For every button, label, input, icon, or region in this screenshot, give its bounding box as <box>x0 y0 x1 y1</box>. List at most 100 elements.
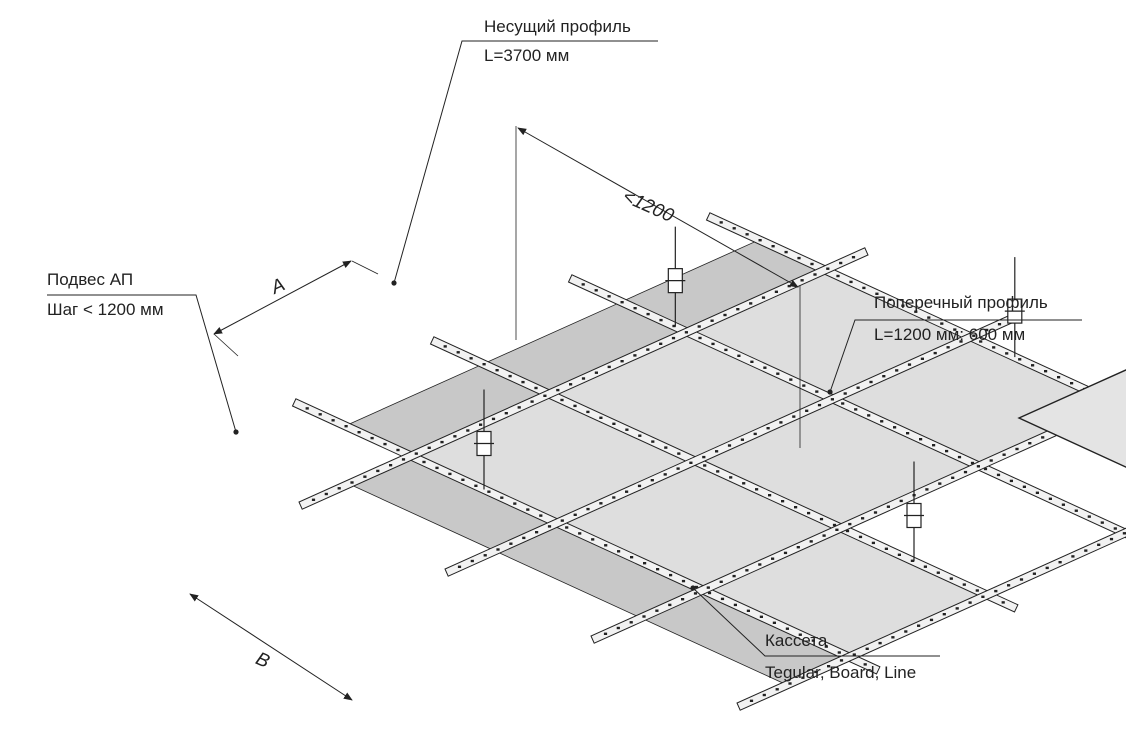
punch-hole <box>482 363 486 366</box>
punch-hole <box>659 342 663 345</box>
punch-hole <box>927 316 931 319</box>
punch-hole <box>1097 543 1101 546</box>
punch-hole <box>659 318 663 322</box>
punch-hole <box>901 304 905 307</box>
punch-hole <box>862 286 866 290</box>
punch-hole <box>749 699 754 702</box>
punch-hole <box>938 482 942 485</box>
punch-hole <box>535 531 539 534</box>
punch-hole <box>376 469 380 473</box>
punch-hole <box>858 535 863 539</box>
punch-hole <box>792 415 796 418</box>
punch-hole <box>435 466 439 470</box>
punch-hole <box>814 670 818 674</box>
punch-hole <box>663 473 667 476</box>
punch-hole <box>802 384 806 387</box>
punch-hole <box>824 645 828 648</box>
punch-hole <box>1015 447 1019 451</box>
punch-hole <box>727 444 732 447</box>
punch-hole <box>970 461 975 465</box>
punch-hole <box>992 346 996 349</box>
punch-hole <box>633 307 637 310</box>
punch-hole <box>495 369 499 372</box>
main-profile-leader <box>393 40 658 284</box>
punch-hole <box>569 383 573 386</box>
punch-hole <box>573 513 577 516</box>
punch-hole <box>1100 521 1104 524</box>
punch-hole <box>521 380 525 384</box>
punch-hole <box>479 423 483 426</box>
cassette-title: Кассета <box>765 631 828 650</box>
punch-hole <box>822 534 826 537</box>
punch-hole <box>719 580 723 583</box>
punch-hole <box>671 336 676 340</box>
punch-hole <box>907 363 912 366</box>
punch-hole <box>837 651 841 654</box>
punch-hole <box>776 372 780 375</box>
punch-hole <box>888 298 892 301</box>
punch-hole <box>539 514 543 517</box>
punch-hole <box>994 589 998 593</box>
a-extension <box>213 333 239 357</box>
punch-hole <box>841 402 845 405</box>
punch-hole <box>771 557 775 560</box>
punch-hole <box>311 498 316 501</box>
punch-hole <box>755 488 759 491</box>
punch-hole <box>758 563 762 566</box>
punch-hole <box>620 301 624 304</box>
punch-hole <box>357 431 361 434</box>
punch-hole <box>759 615 763 618</box>
punch-hole <box>836 274 840 278</box>
punch-hole <box>819 517 824 521</box>
punch-hole <box>749 302 753 305</box>
punch-hole <box>677 452 681 455</box>
punch-hole <box>784 250 788 254</box>
punch-hole <box>491 417 496 421</box>
punch-hole <box>1057 376 1061 379</box>
punch-hole <box>774 290 778 293</box>
punch-hole <box>981 595 985 598</box>
leader-dot <box>233 429 239 435</box>
punch-hole <box>669 573 673 577</box>
punch-hole <box>976 465 980 468</box>
punch-hole <box>832 523 837 527</box>
punch-hole <box>581 377 586 380</box>
cross-profile-leader <box>829 319 1082 393</box>
punch-hole <box>456 351 460 354</box>
punch-hole <box>929 618 934 622</box>
punch-hole <box>936 571 940 574</box>
punch-hole <box>848 522 852 526</box>
punch-hole <box>318 413 322 416</box>
punch-hole <box>697 325 701 328</box>
punch-hole <box>716 470 720 473</box>
punch-hole <box>878 641 882 645</box>
punch-hole <box>474 484 478 487</box>
punch-hole <box>466 429 470 432</box>
punch-hole <box>508 374 512 378</box>
punch-hole <box>957 455 962 459</box>
punch-hole <box>869 380 873 384</box>
punch-hole <box>880 420 884 423</box>
punch-hole <box>963 470 968 474</box>
punch-hole <box>830 398 834 401</box>
punch-hole <box>617 550 621 553</box>
punch-hole <box>817 403 822 407</box>
punch-hole <box>331 419 335 422</box>
punch-hole <box>633 354 637 357</box>
punch-hole <box>1041 436 1045 439</box>
punch-hole <box>469 357 473 360</box>
punch-hole <box>873 511 878 514</box>
punch-hole <box>1032 572 1036 575</box>
punch-hole <box>625 490 629 493</box>
punch-hole <box>946 346 950 349</box>
punch-hole <box>983 467 988 471</box>
punch-hole <box>560 519 564 522</box>
punch-hole <box>758 239 762 242</box>
punch-hole <box>815 390 819 393</box>
punch-hole <box>693 592 698 595</box>
punch-hole <box>681 598 685 601</box>
punch-hole <box>794 506 798 509</box>
punch-hole <box>949 577 953 580</box>
punch-hole <box>733 603 737 607</box>
punch-hole <box>668 603 672 607</box>
